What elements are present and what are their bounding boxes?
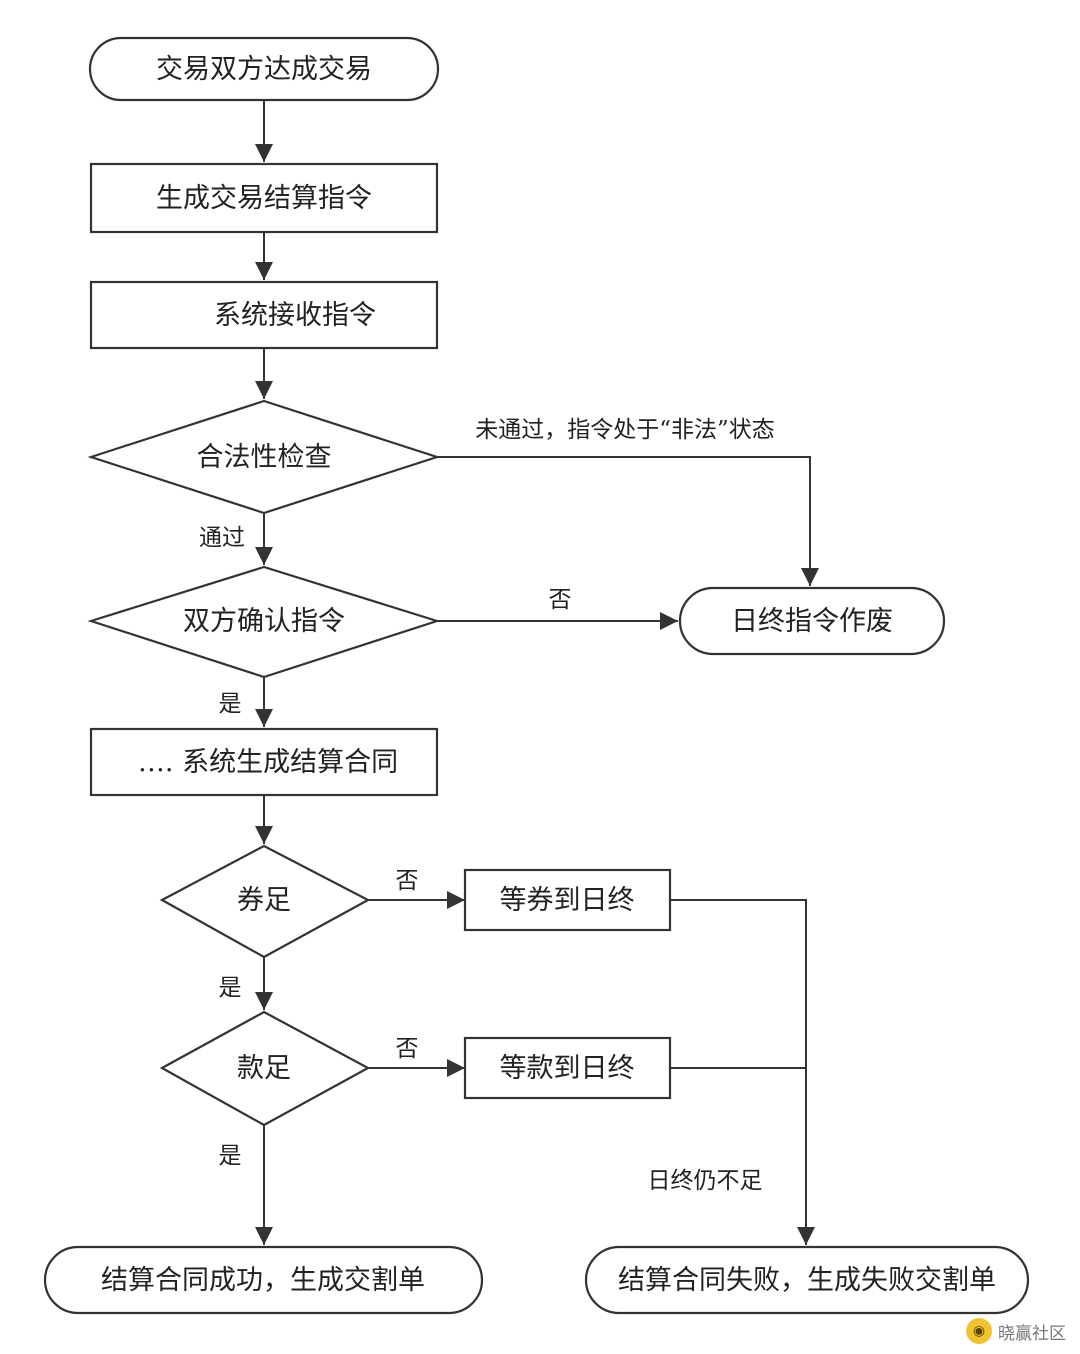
watermark-text: 晓赢社区 [998,1323,1066,1344]
receive-instruction-box [89,280,439,350]
failure-terminal [584,1245,1030,1315]
legality-pass-label: 通过 [199,525,245,551]
mutual-confirm-diamond [87,565,441,679]
edge-labels: 未通过，指令处于“非法”状态 通过 否 是 否 是 否 是 日终仍不足 [199,417,775,1194]
generate-instruction-box [89,162,439,234]
generate-contract-text: …. 系统生成结算合同 [138,747,398,778]
success-terminal [43,1245,484,1315]
community-logo-icon: ◉ [966,1318,992,1344]
securities-no-label: 否 [396,868,419,894]
connectors [255,100,819,1245]
securities-check-text: 券足 [237,885,291,916]
instruction-void-terminal [678,586,946,656]
funds-no-label: 否 [396,1036,419,1062]
arrow-wait-securities-to-failure [670,899,815,1245]
legality-fail-label: 未通过，指令处于“非法”状态 [475,417,775,443]
arrow-check-fail-to-void [437,456,819,586]
receive-instruction-text: 系统接收指令 [214,300,376,331]
funds-yes-label: 是 [219,1143,242,1169]
generate-contract-box [89,727,439,797]
failure-text: 结算合同失败，生成失败交割单 [618,1265,996,1296]
watermark: ◉ 晓赢社区 [966,1318,1066,1344]
still-insufficient-label: 日终仍不足 [648,1168,763,1194]
start-terminal [88,36,440,102]
wait-securities-text: 等券到日终 [500,885,635,916]
confirm-yes-label: 是 [219,691,242,717]
legality-check-text: 合法性检查 [197,442,332,473]
securities-yes-label: 是 [219,975,242,1001]
node-texts: 交易双方达成交易 生成交易结算指令 系统接收指令 合法性检查 双方确认指令 日终… [101,54,996,1296]
mutual-confirm-text: 双方确认指令 [183,606,345,637]
success-text: 结算合同成功，生成交割单 [101,1265,425,1296]
confirm-no-label: 否 [549,587,572,613]
securities-check-diamond [159,844,371,959]
wait-funds-box [463,1036,672,1100]
legality-check-diamond [87,399,441,515]
wait-securities-box [463,868,672,932]
start-text: 交易双方达成交易 [156,54,372,85]
wait-funds-text: 等款到日终 [500,1053,635,1084]
generate-instruction-text: 生成交易结算指令 [156,183,372,214]
instruction-void-text: 日终指令作废 [731,606,893,637]
funds-check-diamond [159,1010,371,1127]
shapes [43,36,1030,1315]
funds-check-text: 款足 [237,1053,291,1084]
